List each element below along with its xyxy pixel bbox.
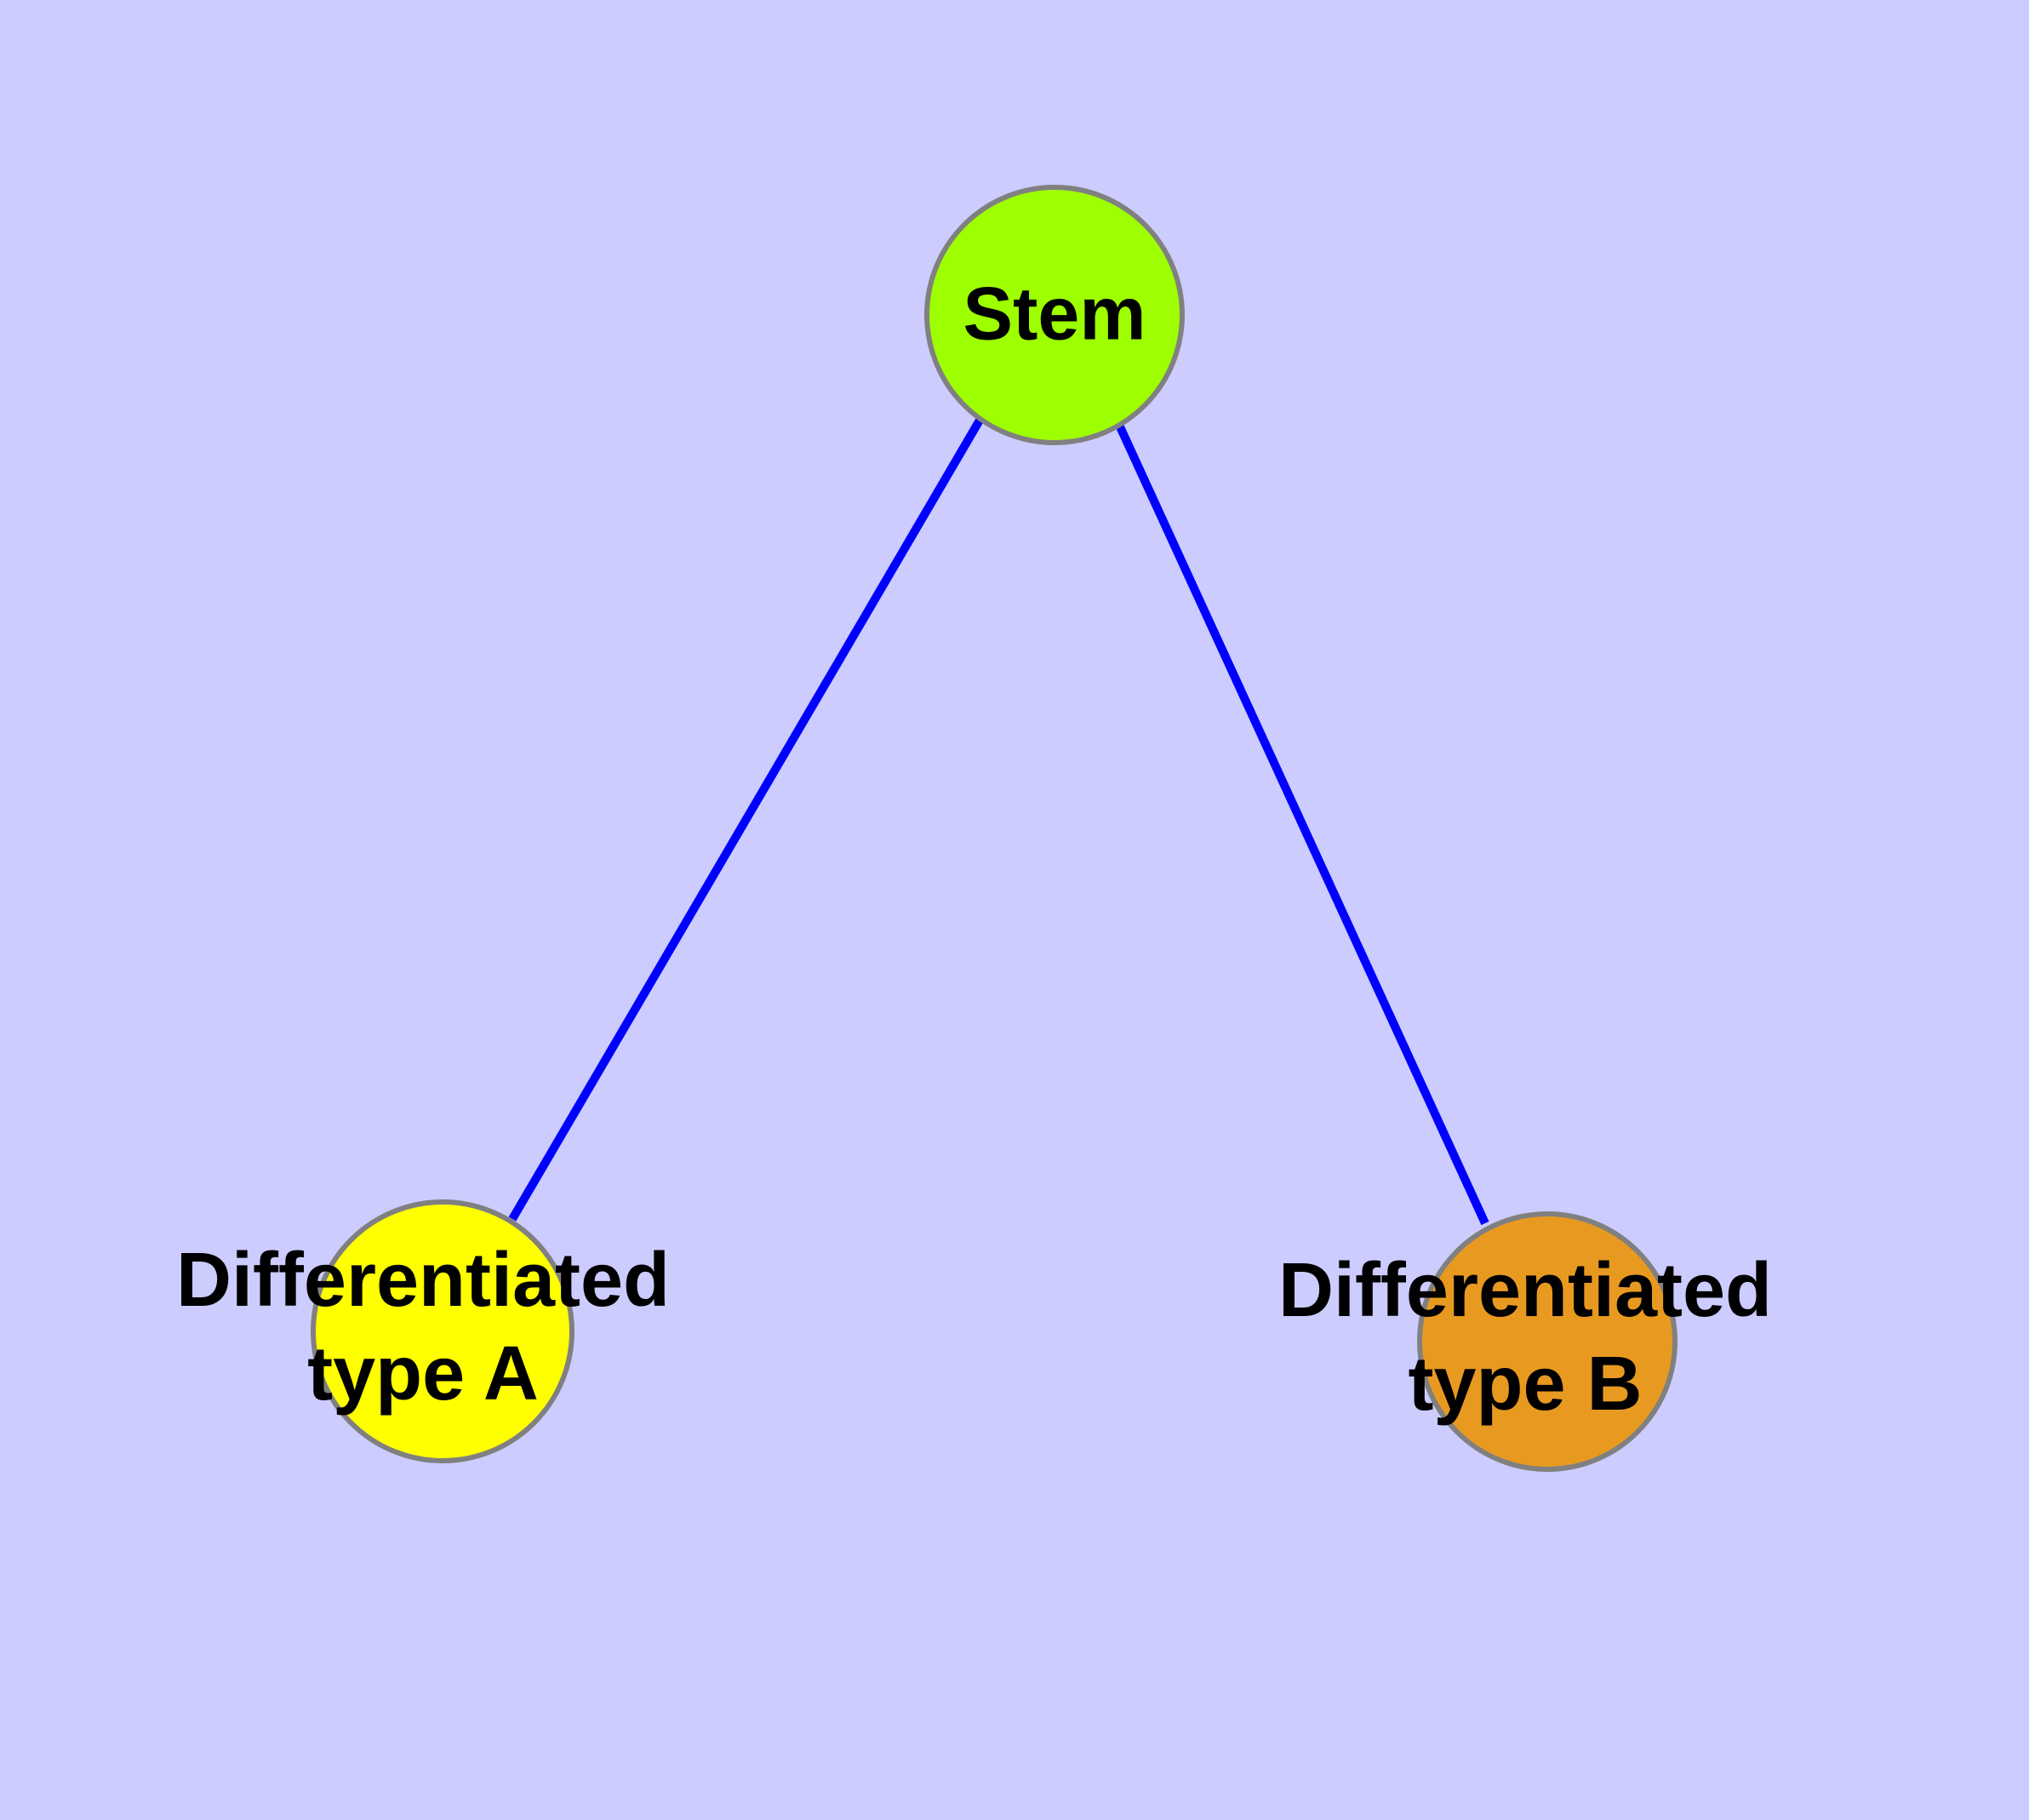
node-circle-differentiated-type-b[interactable] <box>1417 1211 1677 1472</box>
node-label-differentiated-type-b-line1: Differentiated <box>1278 1248 1772 1333</box>
node-differentiated-type-a[interactable] <box>311 1199 574 1463</box>
edge-layer <box>508 416 1489 1226</box>
node-circle-stem[interactable] <box>924 185 1185 445</box>
node-label-differentiated-type-a-line2: type A <box>307 1331 539 1417</box>
node-label-differentiated-type-b-line2: type B <box>1408 1342 1642 1427</box>
label-layer: Stem Differentiated type A Differentiate… <box>176 271 1772 1427</box>
node-differentiated-type-b[interactable] <box>1417 1211 1677 1472</box>
edge-stem-to-differentiated-type-b[interactable] <box>1114 421 1489 1226</box>
node-label-differentiated-type-a-line1: Differentiated <box>176 1238 670 1323</box>
node-label-stem: Stem <box>963 271 1146 355</box>
node-circle-differentiated-type-a[interactable] <box>311 1199 574 1463</box>
node-stem[interactable] <box>924 185 1185 445</box>
edge-stem-to-differentiated-type-a[interactable] <box>508 416 985 1222</box>
